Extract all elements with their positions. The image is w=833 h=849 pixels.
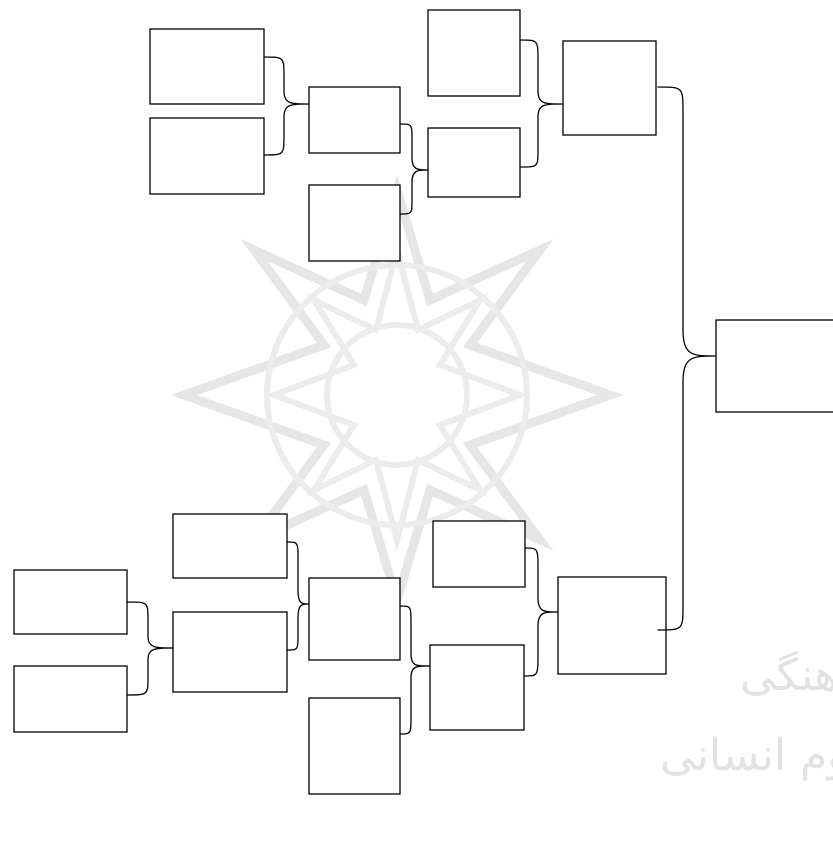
brace-bottom-l2 (400, 606, 430, 734)
node-top-l2-b (309, 185, 400, 261)
node-bottom-l3-a (433, 521, 525, 587)
node-bottom-l1-b (173, 612, 287, 692)
node-root (716, 320, 833, 412)
node-bottom-l4 (558, 577, 666, 674)
node-bottom-l2-b (309, 698, 400, 794)
brace-bottom-l3 (524, 548, 558, 676)
node-bottom-l2-a (309, 578, 400, 660)
node-top-l1-a (150, 29, 264, 104)
brace-top-l3 (520, 40, 563, 167)
watermark-text: پژوهشگاه علوم انسانی و مطالعات فرهنگی پر… (660, 650, 833, 781)
node-top-l3-a (428, 10, 520, 96)
node-bottom-l0-a (14, 570, 127, 634)
node-top-l1-b (150, 118, 264, 194)
brace-top-l1 (264, 57, 310, 155)
brace-root (658, 87, 716, 630)
node-top-l3-b (428, 128, 520, 197)
node-top-l2-a (309, 87, 400, 153)
brace-bottom-l1 (287, 542, 309, 650)
watermark-line1: پژوهشگاه علوم انسانی و مطالعات فرهنگی (740, 650, 833, 701)
node-bottom-l0-b (14, 666, 127, 732)
brace-bottom-l0 (127, 602, 174, 695)
node-bottom-l3-b (430, 645, 524, 730)
node-bottom-l1-a (173, 514, 287, 578)
watermark-line2: پرتال جامع علوم انسانی (660, 730, 833, 781)
node-top-l4 (563, 41, 656, 135)
